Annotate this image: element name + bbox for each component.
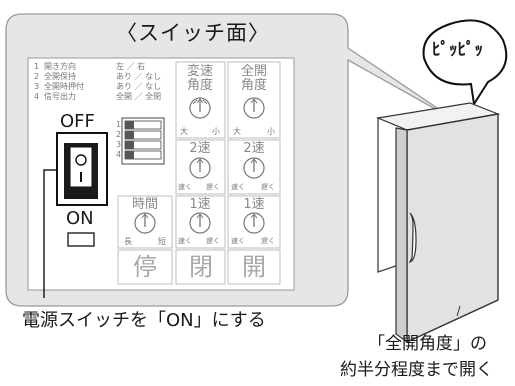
switch-instruction: 電源スイッチを「ON」にする (22, 310, 266, 331)
setting-number: 4 (34, 92, 40, 101)
setting-number: 3 (34, 82, 40, 91)
dial (134, 212, 156, 234)
dial-min: 大 (180, 127, 188, 136)
door-illustration (375, 102, 501, 344)
power-switch (56, 132, 108, 206)
dial-cell (175, 61, 226, 139)
dip-number: 3 (116, 140, 122, 149)
leader-line (43, 169, 56, 298)
dial-max: 遅く (261, 183, 275, 191)
dial (189, 97, 211, 119)
group-cell (117, 249, 173, 285)
dial-min: 長 (124, 237, 132, 246)
dial-label: 変速 角度 (186, 64, 213, 93)
dial-cell (227, 195, 281, 249)
dial-label: 1速 (189, 197, 211, 212)
group-cell (175, 249, 226, 285)
group-cell (227, 249, 281, 285)
dial (243, 97, 265, 119)
setting-number: 1 (34, 62, 40, 71)
dial-max: 短 (158, 237, 166, 246)
dial-cell (117, 195, 173, 249)
setting-name: 全開時押付 (44, 82, 84, 91)
dial-label: 2速 (243, 141, 265, 156)
sound-bubble (422, 19, 508, 107)
settings-row: 3 全開時押付 あり ／ なし (34, 83, 174, 93)
sound-bubble-text: ﾋﾟｯﾋﾟｯ (432, 40, 483, 60)
on-label: ON (66, 208, 94, 229)
on-indicator (67, 232, 95, 247)
dial-label: 全開 角度 (240, 64, 267, 93)
dial (243, 212, 265, 234)
dial-min: 速く (178, 237, 192, 245)
dial-cell (227, 61, 281, 139)
group-label-close: 閉 (189, 253, 213, 281)
dial-max: 小 (267, 127, 275, 136)
setting-options: 全開 ／ 全閉 (116, 92, 162, 101)
dial-max: 遅く (206, 237, 220, 245)
dial-min: 大 (233, 127, 241, 136)
dial (189, 157, 211, 179)
setting-name: 全開保持 (44, 72, 76, 81)
settings-row: 2 全開保持 あり ／ なし (34, 73, 174, 83)
off-label: OFF (60, 111, 95, 132)
dip-switch (121, 117, 165, 165)
dip-number: 4 (116, 150, 122, 159)
dial-cell (175, 195, 226, 249)
group-label-stop: 停 (133, 253, 157, 281)
panel-title: 〈スイッチ面〉 (116, 21, 270, 45)
dial-max: 遅く (206, 183, 220, 191)
dial-min: 速く (231, 183, 245, 191)
dial-label: 1速 (243, 197, 265, 212)
group-label-open: 開 (242, 253, 266, 281)
dial-min: 速く (231, 237, 245, 245)
setting-name: 信号出力 (44, 92, 76, 101)
setting-options: あり ／ なし (116, 72, 162, 81)
door-instruction-line1: 「全開角度」の (368, 334, 487, 354)
dial-label: 2速 (189, 141, 211, 156)
dial (243, 157, 265, 179)
dial-max: 小 (212, 127, 220, 136)
dial-label: 時間 (131, 197, 158, 212)
dial (189, 212, 211, 234)
setting-number: 2 (34, 72, 40, 81)
dial-max: 遅く (261, 237, 275, 245)
setting-name: 開き方向 (44, 62, 76, 71)
dial-cell (175, 139, 226, 195)
settings-row: 4 信号出力 全開 ／ 全閉 (34, 93, 174, 103)
door-instruction-line2: 約半分程度まで開く (340, 360, 493, 380)
setting-options: あり ／ なし (116, 82, 162, 91)
dip-number: 2 (116, 130, 122, 139)
dial-min: 速く (178, 183, 192, 191)
dip-number: 1 (116, 120, 122, 129)
dial-cell (227, 139, 281, 195)
settings-row: 1 開き方向 左 ／ 右 (34, 63, 174, 73)
setting-options: 左 ／ 右 (116, 62, 146, 71)
settings-list: 1 開き方向 左 ／ 右 2 全開保持 あり ／ なし 3 全開時押付 あり ／… (34, 63, 174, 103)
